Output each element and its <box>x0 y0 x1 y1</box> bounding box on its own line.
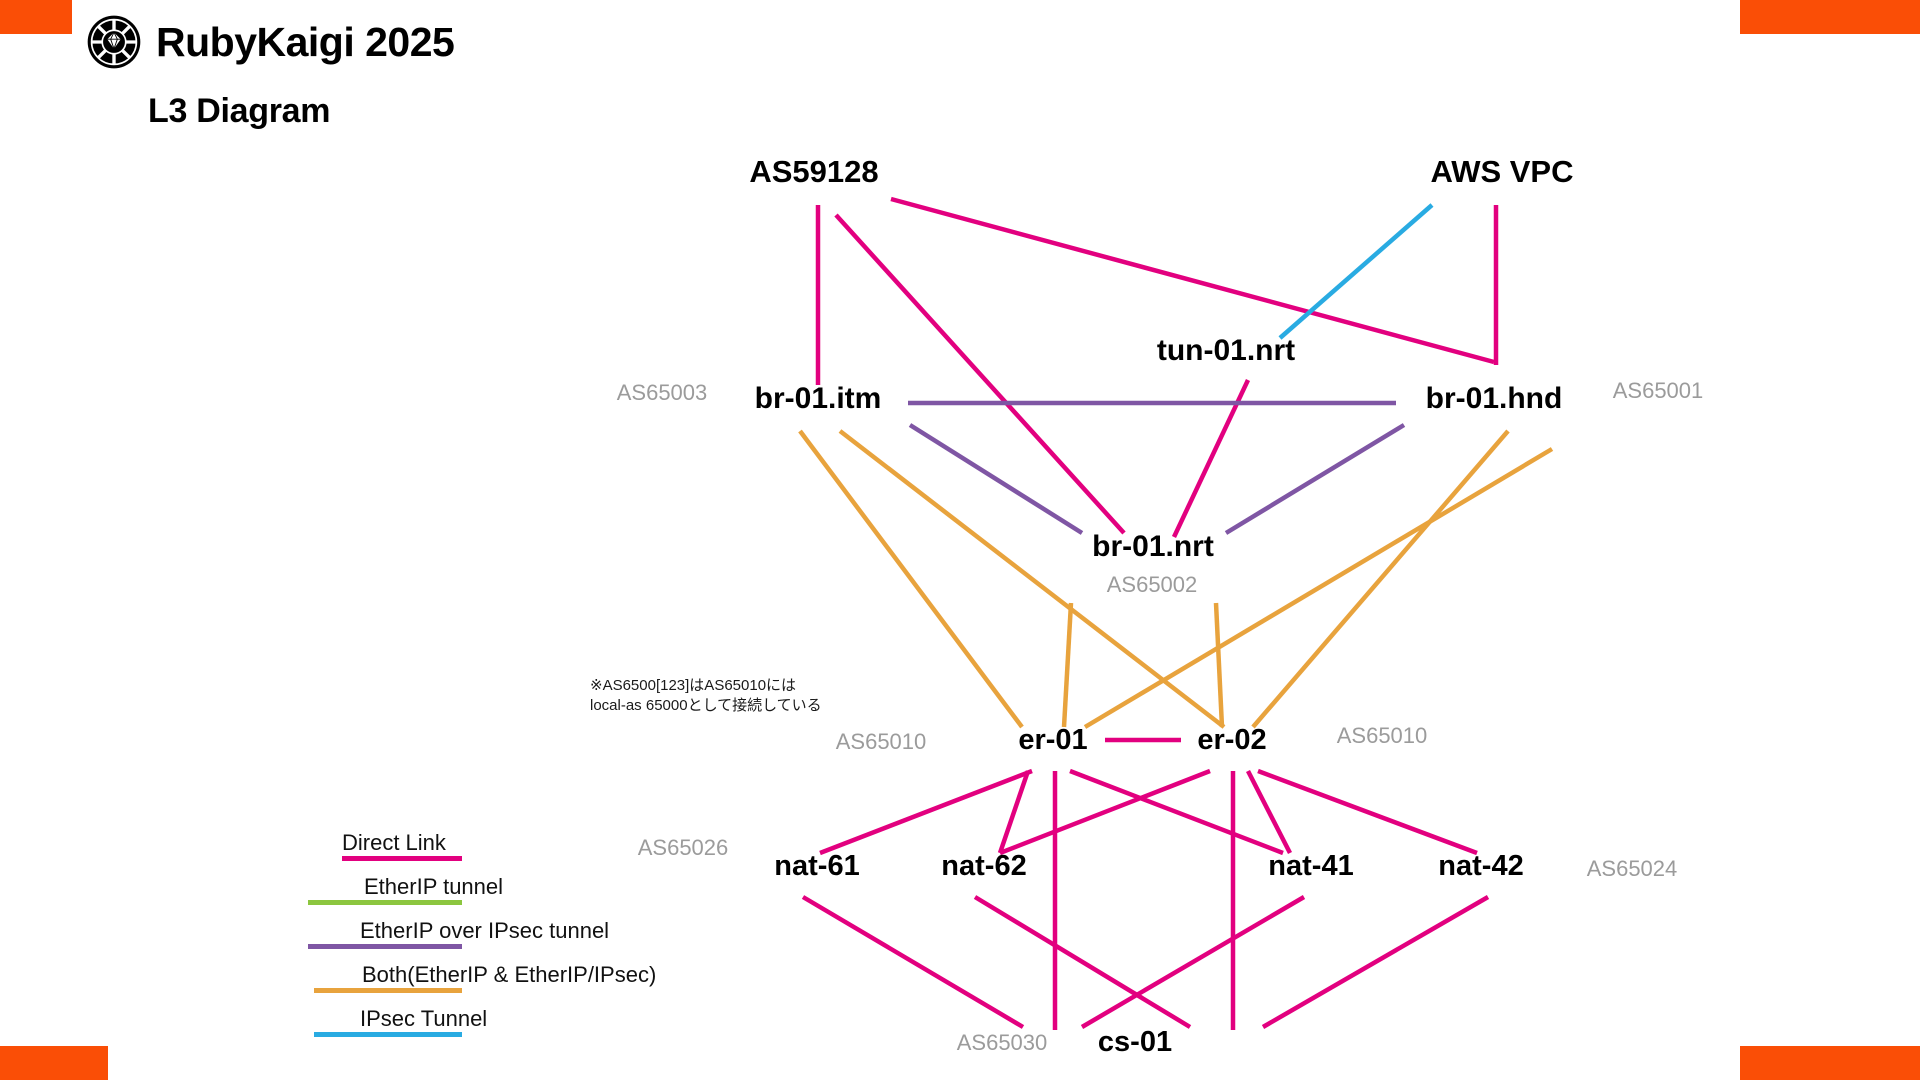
legend-label-1: EtherIP tunnel <box>364 874 504 899</box>
node-br01hnd[interactable]: br-01.hnd <box>1426 382 1563 415</box>
as-label-as65010-3: AS65010 <box>836 729 927 754</box>
edge-er01-nat61 <box>819 768 1033 856</box>
as-label-as65002-2: AS65002 <box>1107 572 1198 597</box>
legend-swatch-4 <box>314 1032 462 1037</box>
edge-br01hnd-er01 <box>1083 447 1554 729</box>
corner-accent-bottom-left <box>0 1046 108 1080</box>
legend-label-4: IPsec Tunnel <box>360 1006 488 1031</box>
corner-accent-top-right <box>1740 0 1920 34</box>
edge-br01itm-br01nrt <box>908 423 1084 535</box>
node-tun01nrt[interactable]: tun-01.nrt <box>1157 334 1295 367</box>
edge-br01hnd-er02 <box>1251 429 1510 729</box>
legend-label-3: Both(EtherIP & EtherIP/IPsec) <box>362 962 657 987</box>
edge-br01itm-er01 <box>798 429 1024 729</box>
node-nat61[interactable]: nat-61 <box>774 850 859 882</box>
edge-er01-nat62 <box>997 770 1031 854</box>
node-br01nrt[interactable]: br-01.nrt <box>1092 530 1214 563</box>
page-title: L3 Diagram <box>148 92 331 130</box>
node-as59128[interactable]: AS59128 <box>749 154 878 189</box>
edge-er01-nat41 <box>1069 768 1284 856</box>
node-nat42[interactable]: nat-42 <box>1438 850 1523 882</box>
edge-nat42-cs01 <box>1261 895 1490 1029</box>
as-label-as65010-4: AS65010 <box>1337 723 1428 748</box>
ruby-gem-wheel-icon <box>86 14 142 70</box>
annotation-note: ※AS6500[123]はAS65010には local-as 65000として… <box>590 677 822 715</box>
edge-as59128-br01nrt <box>834 213 1126 535</box>
edge-nat41-cs01 <box>1080 895 1306 1029</box>
edge-br01itm-er02 <box>838 429 1226 729</box>
node-nat62[interactable]: nat-62 <box>941 850 1026 882</box>
brand-title: RubyKaigi 2025 <box>156 18 455 65</box>
as-label-as65001-1: AS65001 <box>1613 378 1704 403</box>
edge-awsvpc-tun01nrt <box>1278 203 1434 340</box>
node-awsvpc[interactable]: AWS VPC <box>1431 154 1574 189</box>
node-nat41[interactable]: nat-41 <box>1268 850 1353 882</box>
as-label-as65030-7: AS65030 <box>957 1030 1048 1055</box>
edge-er02-nat62 <box>999 768 1211 856</box>
edge-br01nrt-er02 <box>1213 602 1225 728</box>
nodes-layer: AS59128 AWS VPC tun-01.nrt br-01.itm br-01.h… <box>749 154 1573 1058</box>
as-label-as65026-5: AS65026 <box>638 835 729 860</box>
legend-label-2: EtherIP over IPsec tunnel <box>360 918 610 943</box>
as-label-as65003-0: AS65003 <box>617 380 708 405</box>
edge-as59128-br01hnd <box>890 196 1495 365</box>
edge-tun01nrt-br01nrt <box>1171 379 1251 538</box>
legend-swatch-1 <box>308 900 462 905</box>
node-er02[interactable]: er-02 <box>1197 724 1266 756</box>
corner-accent-top-left <box>0 0 72 34</box>
edge-nat62-cs01 <box>973 895 1192 1029</box>
legend-swatch-0 <box>342 856 462 861</box>
edge-er02-nat41 <box>1245 769 1293 855</box>
edge-er02-nat42 <box>1257 768 1478 856</box>
edge-nat61-cs01 <box>801 895 1025 1029</box>
node-cs01[interactable]: cs-01 <box>1098 1026 1172 1058</box>
edge-br01hnd-br01nrt <box>1224 423 1406 535</box>
edges-layer <box>798 196 1554 1030</box>
edge-br01nrt-er01 <box>1061 602 1074 728</box>
node-br01itm[interactable]: br-01.itm <box>755 382 882 415</box>
legend-swatch-3 <box>314 988 462 993</box>
page-header: RubyKaigi 2025 L3 Diagram <box>86 14 455 131</box>
legend-label-0: Direct Link <box>342 830 446 855</box>
brand-row: RubyKaigi 2025 <box>86 14 455 70</box>
as-label-as65024-6: AS65024 <box>1587 856 1678 881</box>
node-er01[interactable]: er-01 <box>1018 724 1087 756</box>
legend-swatch-2 <box>308 944 462 949</box>
corner-accent-bottom-right <box>1740 1046 1920 1080</box>
